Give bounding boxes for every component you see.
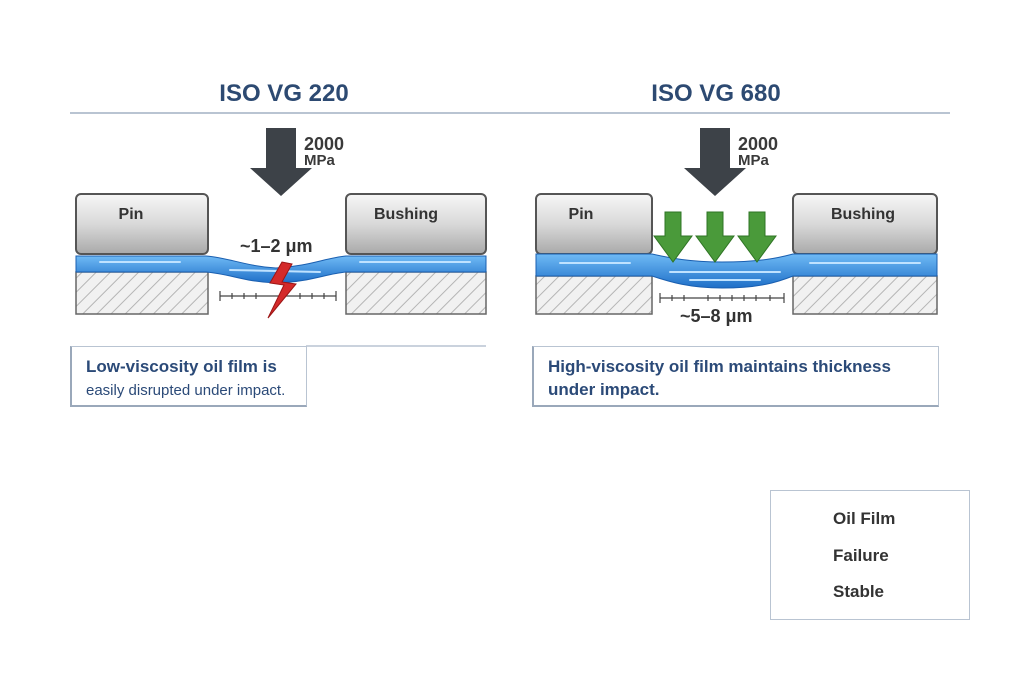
base-left	[535, 275, 653, 315]
pressure-value: 2000	[304, 134, 345, 154]
panel-2-title: ISO VG 680	[651, 80, 781, 107]
caption-line-2: under impact.	[548, 380, 660, 399]
pin-label: Pin	[568, 206, 594, 223]
title-divider	[70, 112, 950, 114]
pressure-unit: MPa	[738, 152, 769, 169]
pressure-unit: MPa	[304, 152, 335, 169]
panel-2-caption: High-viscosity oil film maintains thickn…	[532, 346, 939, 407]
film-thickness-label: ~1–2 μm	[240, 236, 313, 256]
pressure-arrow-icon	[684, 128, 746, 196]
film-thickness-label: ~5–8 μm	[680, 306, 753, 326]
stable-arrow-icon	[737, 211, 777, 263]
caption-line-2: easily disrupted under impact.	[86, 382, 286, 399]
caption-line-1: High-viscosity oil film maintains thickn…	[548, 357, 891, 376]
base-right	[792, 275, 938, 315]
pin-block	[535, 193, 653, 255]
panel-1-caption: Low-viscosity oil film is easily disrupt…	[70, 346, 307, 407]
panel-2-diagram	[535, 128, 938, 315]
base-left	[75, 271, 209, 315]
stable-arrow-icon	[695, 211, 735, 263]
legend-item-failure: Failure	[833, 546, 889, 565]
legend-item-oil-film: Oil Film	[833, 509, 896, 528]
panel-1-diagram	[75, 128, 487, 319]
legend-item-stable: Stable	[833, 582, 885, 601]
bushing-label: Bushing	[831, 206, 895, 223]
stable-arrow-icon	[653, 211, 693, 263]
pressure-arrow-icon	[250, 128, 312, 196]
legend: Oil Film Failure Stable	[770, 490, 970, 620]
pressure-value: 2000	[738, 134, 779, 154]
pin-block	[75, 193, 209, 255]
panel-1-title: ISO VG 220	[219, 80, 349, 107]
pressure-label: 2000 MPa	[304, 135, 344, 168]
bushing-block	[792, 193, 938, 255]
base-right	[345, 271, 487, 315]
caption-line-1: Low-viscosity oil film is	[86, 357, 277, 376]
pin-label: Pin	[118, 206, 144, 223]
bushing-label: Bushing	[374, 206, 438, 223]
failure-lightning-icon	[267, 261, 297, 319]
pressure-label: 2000 MPa	[738, 135, 778, 168]
bushing-block	[345, 193, 487, 255]
